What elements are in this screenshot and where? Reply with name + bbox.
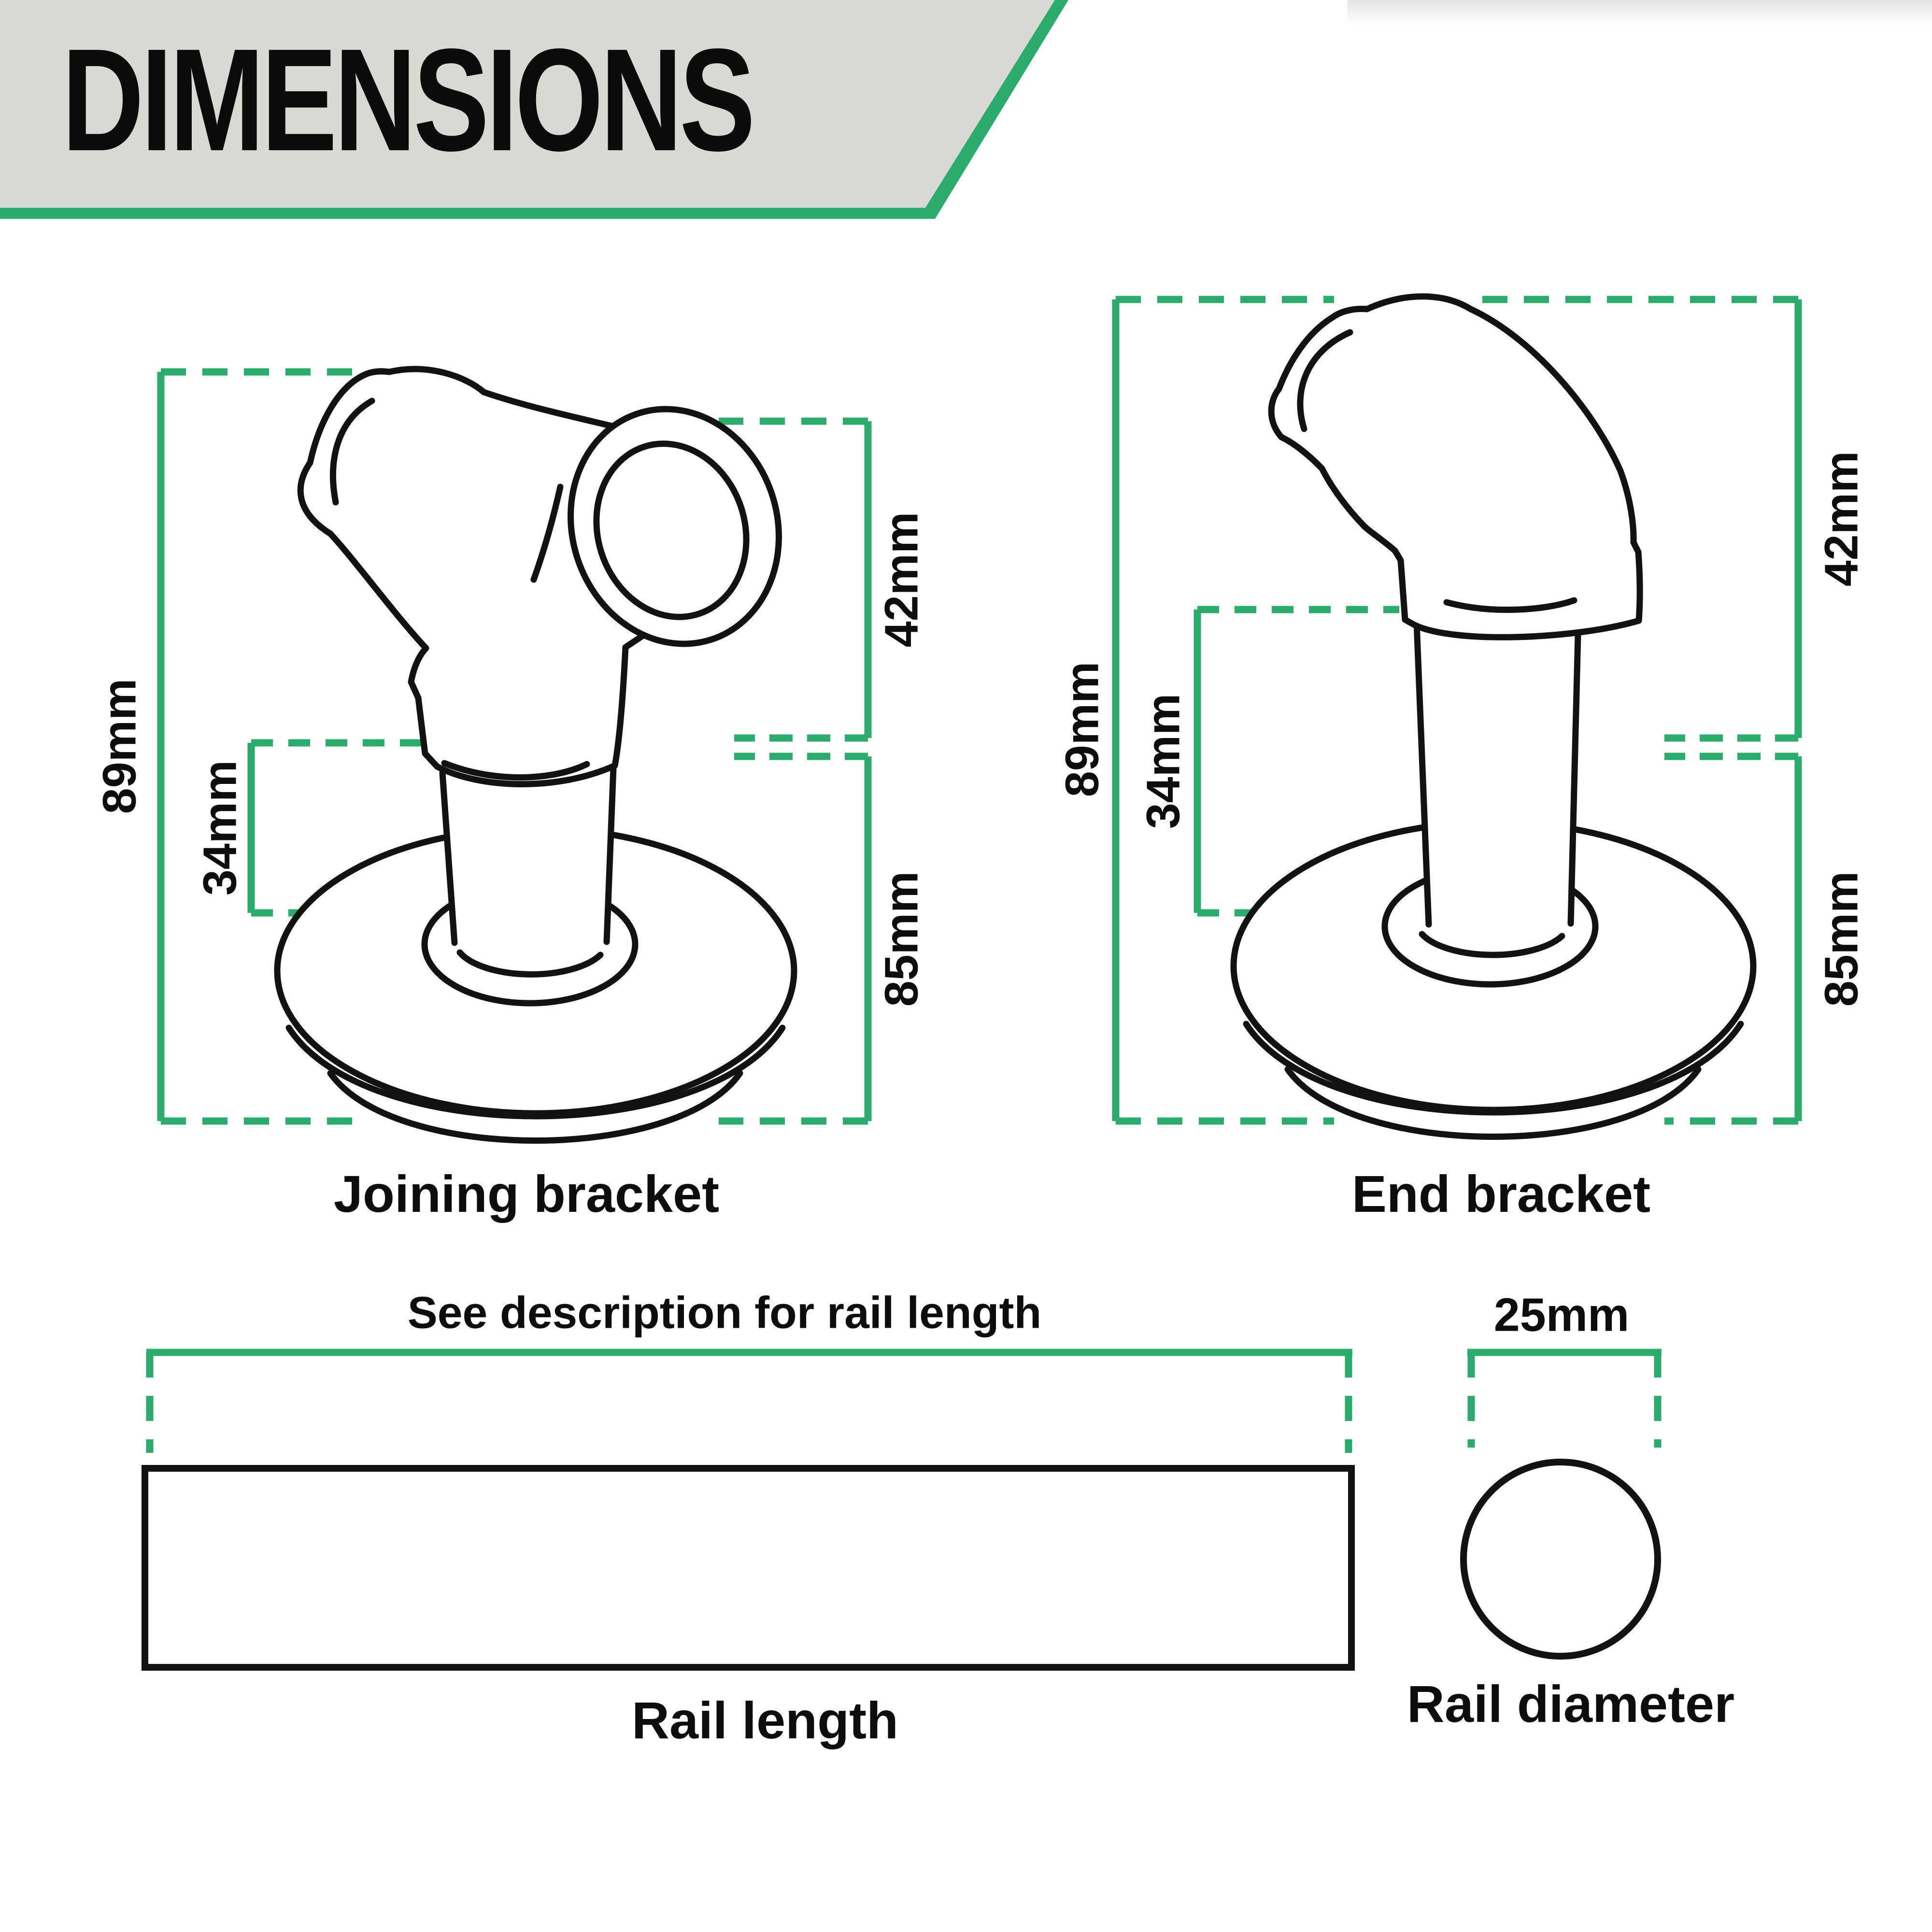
top-edge-artifact — [1348, 0, 1932, 25]
end-dim-upper: 42mm — [1815, 451, 1868, 587]
page-title: DIMENSIONS — [62, 18, 755, 181]
joining-dim-upper: 42mm — [875, 511, 928, 648]
header-banner — [0, 0, 1068, 219]
joining-bracket-drawing — [274, 366, 797, 1144]
joining-bracket-dimensions — [157, 368, 872, 1125]
rail-length-note: See description for rail length — [407, 1287, 1042, 1338]
end-bracket-caption: End bracket — [1351, 1165, 1651, 1223]
rail-length-caption: Rail length — [631, 1691, 899, 1749]
rail-circle — [1460, 1459, 1661, 1660]
rail-diameter-value: 25mm — [1493, 1288, 1630, 1341]
joining-bracket-caption: Joining bracket — [333, 1165, 720, 1223]
banner-face — [0, 0, 1055, 208]
end-bracket-drawing — [1230, 293, 1757, 1140]
rail-rect — [142, 1465, 1355, 1671]
joining-dim-base: 85mm — [875, 871, 928, 1007]
rail-diameter-caption: Rail diameter — [1406, 1675, 1735, 1733]
end-dim-base: 85mm — [1815, 871, 1868, 1007]
end-dim-stem: 34mm — [1136, 693, 1190, 829]
joining-dim-overall: 89mm — [93, 678, 146, 814]
end-dim-overall: 89mm — [1055, 661, 1108, 797]
rail-diameter-dimension — [1467, 1349, 1662, 1448]
joining-dim-stem: 34mm — [193, 760, 246, 896]
rail-length-dimension — [146, 1349, 1352, 1453]
